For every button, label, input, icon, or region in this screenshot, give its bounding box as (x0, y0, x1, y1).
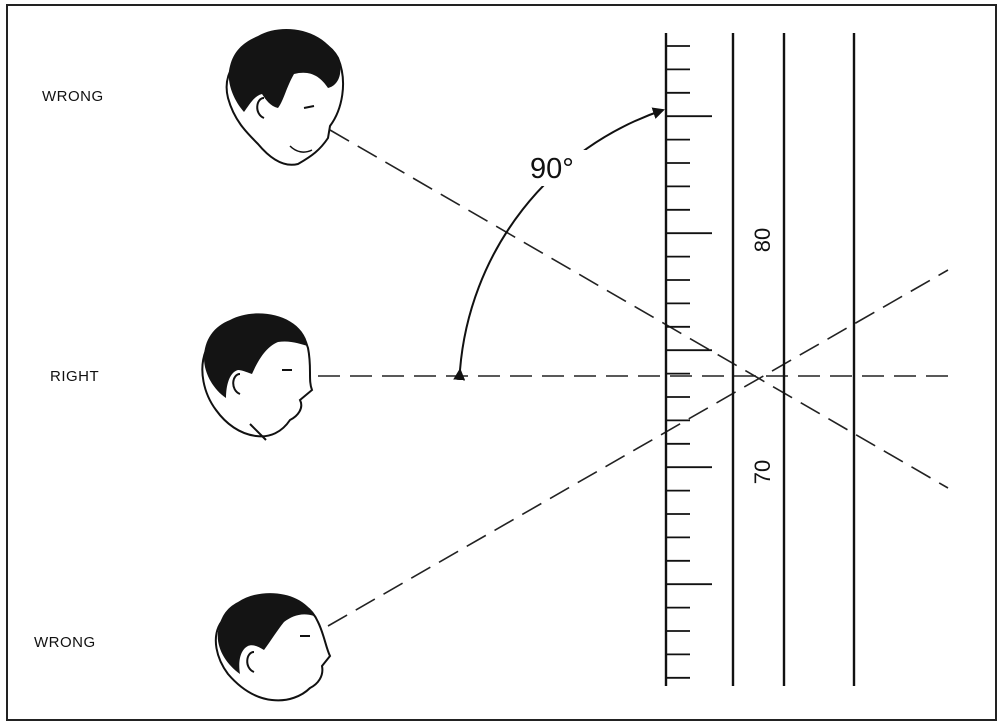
scale-number-lower: 70 (750, 460, 775, 484)
scale-number-upper: 80 (750, 228, 775, 252)
label-bottom-wrong: WRONG (34, 634, 96, 651)
label-top-wrong: WRONG (42, 88, 104, 105)
scale-ticks (666, 46, 712, 678)
head-top (227, 29, 343, 165)
measuring-scale (666, 33, 854, 686)
head-bottom (216, 593, 330, 700)
sight-line-top (330, 130, 948, 488)
head-middle (202, 313, 312, 440)
angle-label: 90° (530, 153, 574, 185)
label-right: RIGHT (50, 368, 99, 385)
right-angle-arc (460, 110, 663, 370)
